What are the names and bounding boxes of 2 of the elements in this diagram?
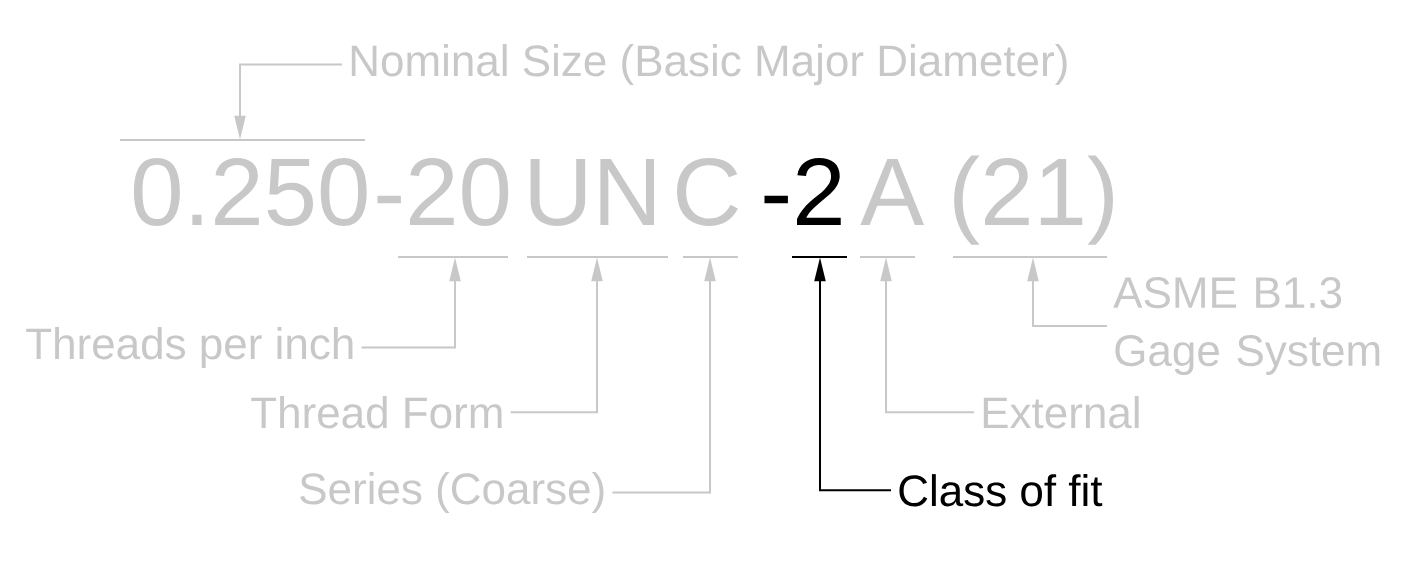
callout-label: Class of fit	[899, 474, 1103, 507]
designation-segment: -2	[764, 157, 848, 258]
